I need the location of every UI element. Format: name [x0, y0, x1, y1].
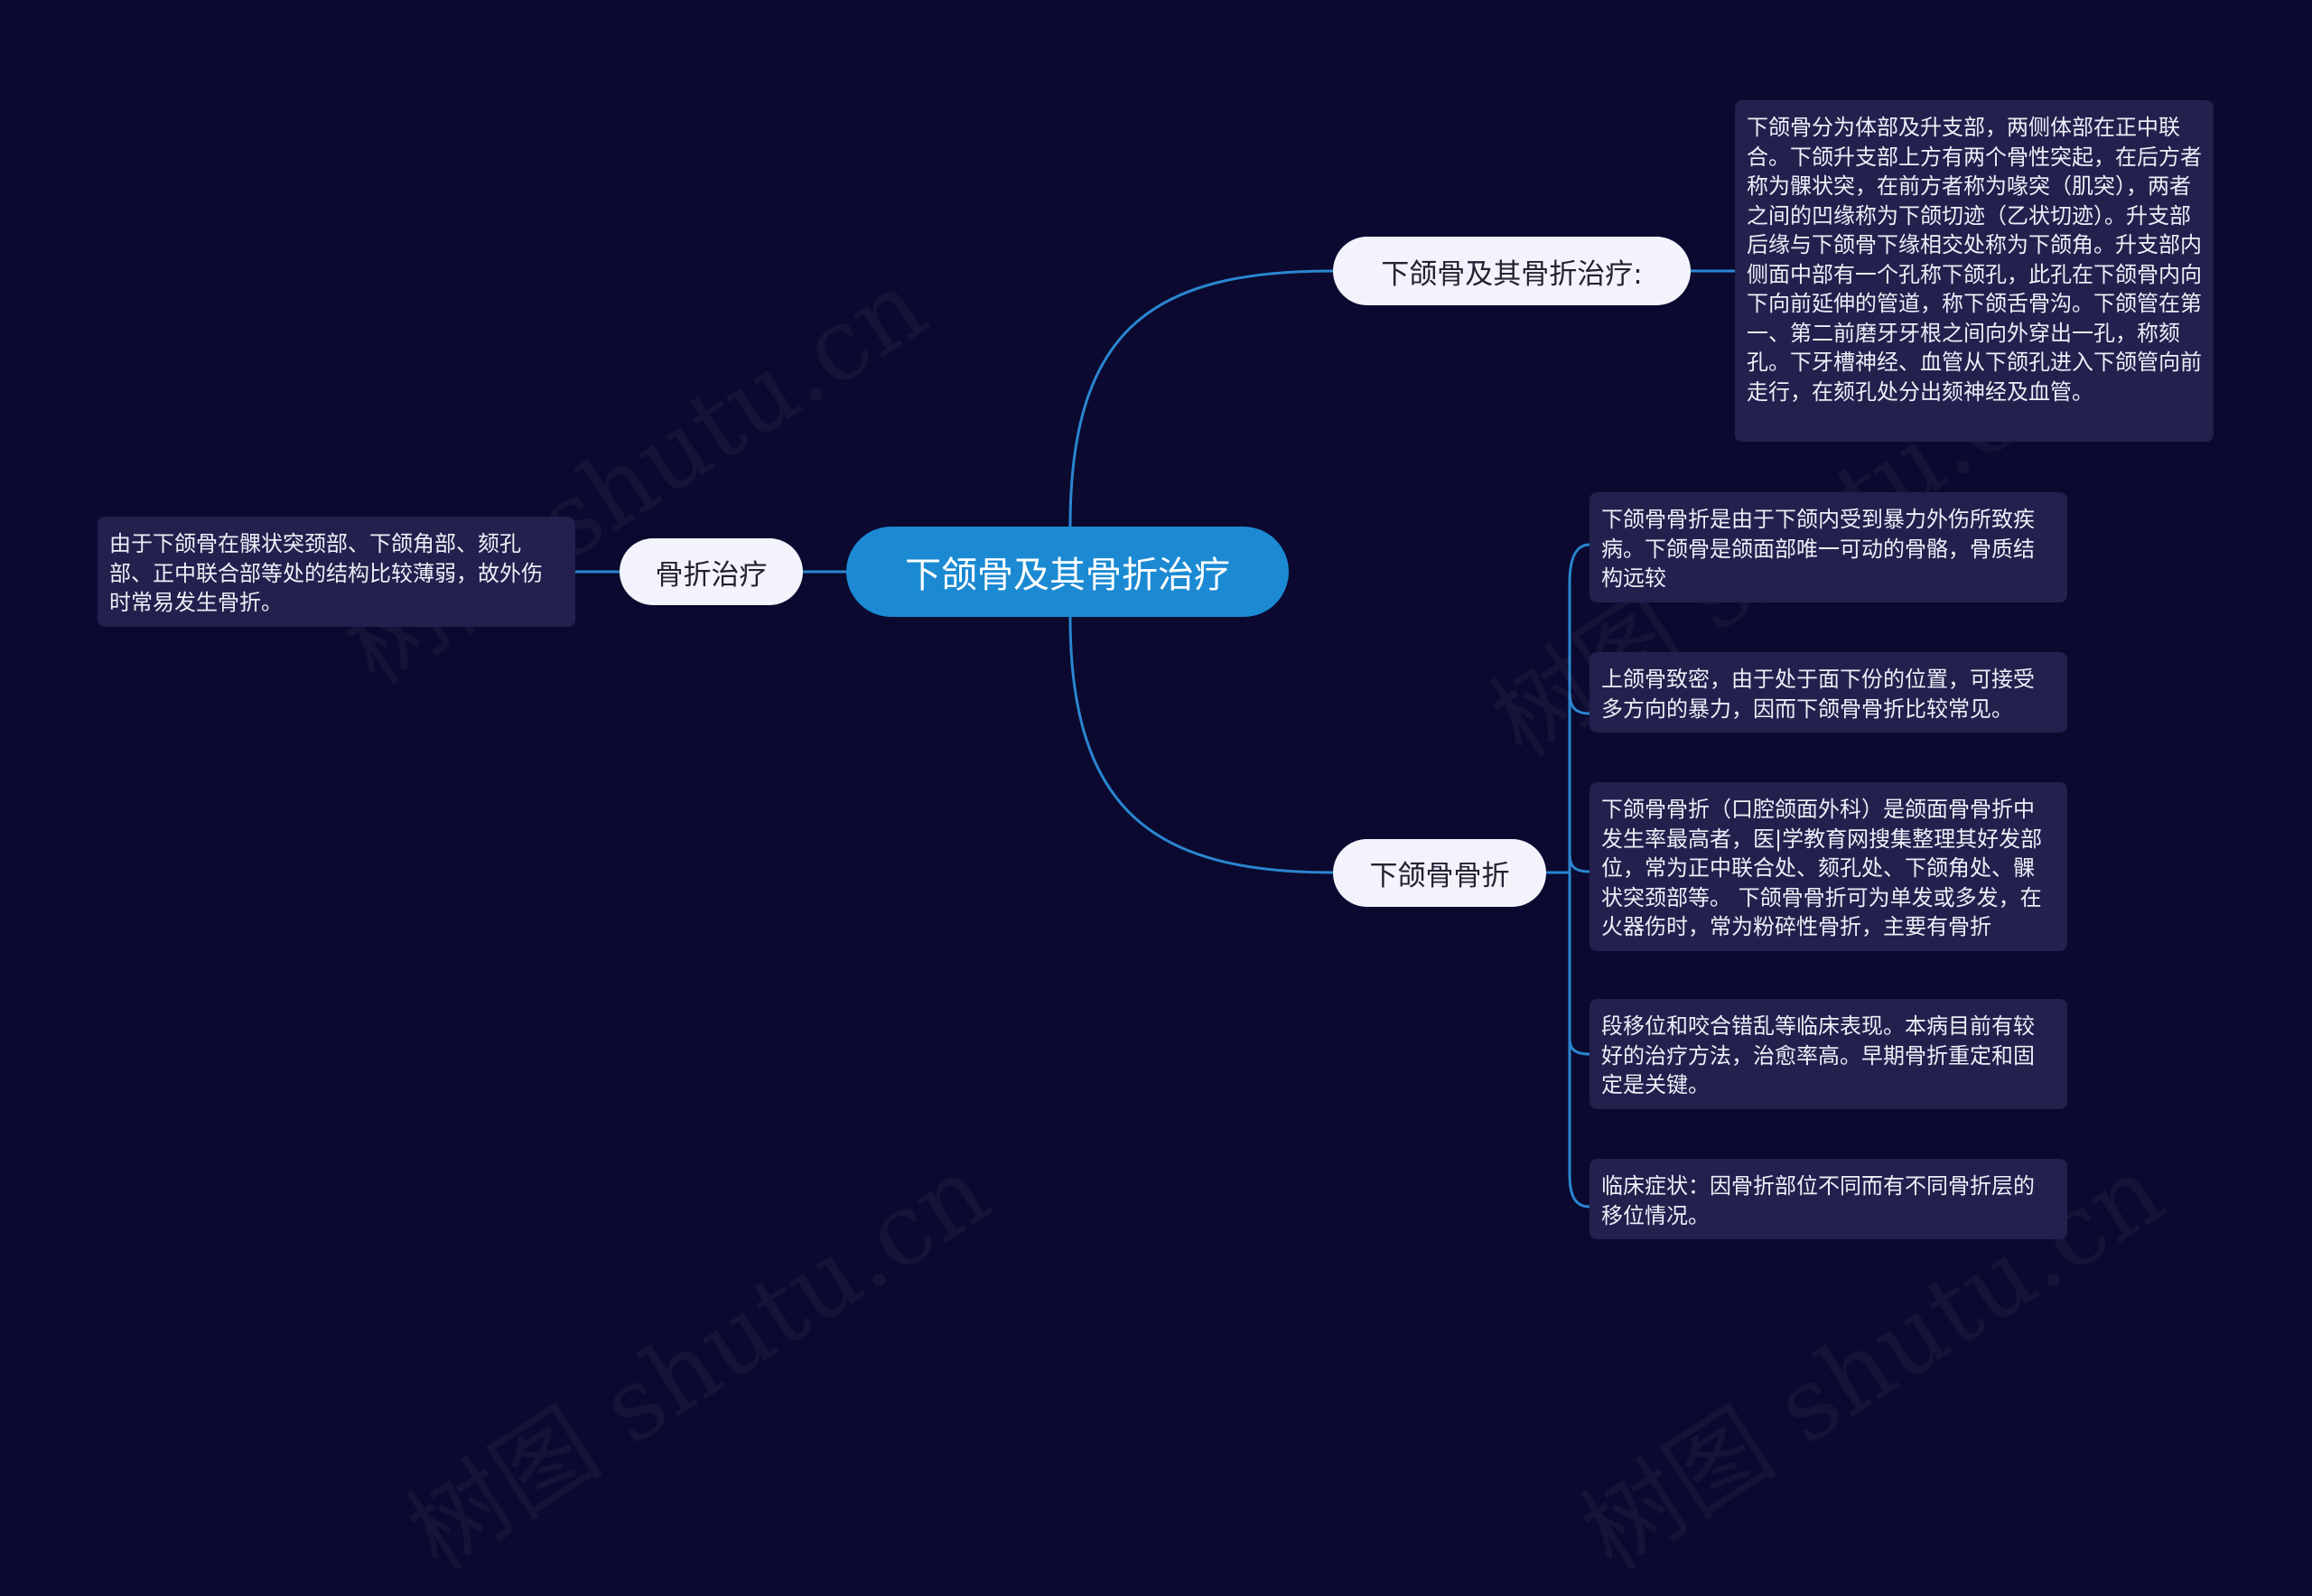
note-fracture-4[interactable]: 段移位和咬合错乱等临床表现。本病目前有较好的治疗方法，治愈率高。早期骨折重定和固… [1590, 999, 2067, 1109]
note-treatment[interactable]: 由于下颌骨在髁状突颈部、下颌角部、颏孔部、正中联合部等处的结构比较薄弱，故外伤时… [98, 517, 575, 627]
bracket-fracture-notes [1568, 543, 1590, 1209]
note-fracture-2[interactable]: 上颌骨致密，由于处于面下份的位置，可接受多方向的暴力，因而下颌骨骨折比较常见。 [1590, 652, 2067, 733]
note-anatomy[interactable]: 下颌骨分为体部及升支部，两侧体部在正中联合。下颌升支部上方有两个骨性突起，在后方… [1735, 100, 2214, 442]
branch-anatomy[interactable]: 下颌骨及其骨折治疗: [1333, 237, 1691, 305]
branch-treatment-label: 骨折治疗 [655, 558, 768, 592]
note-fracture-5[interactable]: 临床症状：因骨折部位不同而有不同骨折层的移位情况。 [1590, 1159, 2067, 1239]
connector-lines [575, 269, 1735, 1209]
branch-fracture-label: 下颌骨骨折 [1369, 860, 1510, 892]
note-fracture-4-text: 段移位和咬合错乱等临床表现。本病目前有较好的治疗方法，治愈率高。早期骨折重定和固… [1601, 1013, 2035, 1097]
branch-anatomy-label: 下颌骨及其骨折治疗: [1381, 257, 1643, 291]
note-fracture-5-text: 临床症状：因骨折部位不同而有不同骨折层的移位情况。 [1601, 1173, 2035, 1228]
mind-map-canvas: 树图 shutu.cn 树图 shutu.cn 树图 shutu.cn 树图 s… [98, 100, 2214, 1591]
branch-treatment[interactable]: 骨折治疗 [620, 538, 803, 605]
note-fracture-1[interactable]: 下颌骨骨折是由于下颌内受到暴力外伤所致疾病。下颌骨是颌面部唯一可动的骨骼，骨质结… [1590, 492, 2067, 602]
note-treatment-text: 由于下颌骨在髁状突颈部、下颌角部、颏孔部、正中联合部等处的结构比较薄弱，故外伤时… [109, 531, 543, 615]
connector-root-fracture [1068, 616, 1334, 874]
note-fracture-1-text: 下颌骨骨折是由于下颌内受到暴力外伤所致疾病。下颌骨是颌面部唯一可动的骨骼，骨质结… [1601, 507, 2035, 591]
branch-fracture[interactable]: 下颌骨骨折 [1333, 839, 1546, 907]
note-anatomy-text: 下颌骨分为体部及升支部，两侧体部在正中联合。下颌升支部上方有两个骨性突起，在后方… [1747, 115, 2202, 405]
root-node[interactable]: 下颌骨及其骨折治疗 [846, 527, 1289, 617]
note-fracture-2-text: 上颌骨致密，由于处于面下份的位置，可接受多方向的暴力，因而下颌骨骨折比较常见。 [1601, 667, 2035, 722]
connector-root-anatomy [1068, 269, 1334, 527]
root-node-label: 下颌骨及其骨折治疗 [905, 555, 1230, 596]
note-fracture-3[interactable]: 下颌骨骨折（口腔颌面外科）是颌面骨骨折中发生率最高者，医|学教育网搜集整理其好发… [1590, 782, 2067, 951]
note-fracture-3-text: 下颌骨骨折（口腔颌面外科）是颌面骨骨折中发生率最高者，医|学教育网搜集整理其好发… [1601, 797, 2043, 939]
